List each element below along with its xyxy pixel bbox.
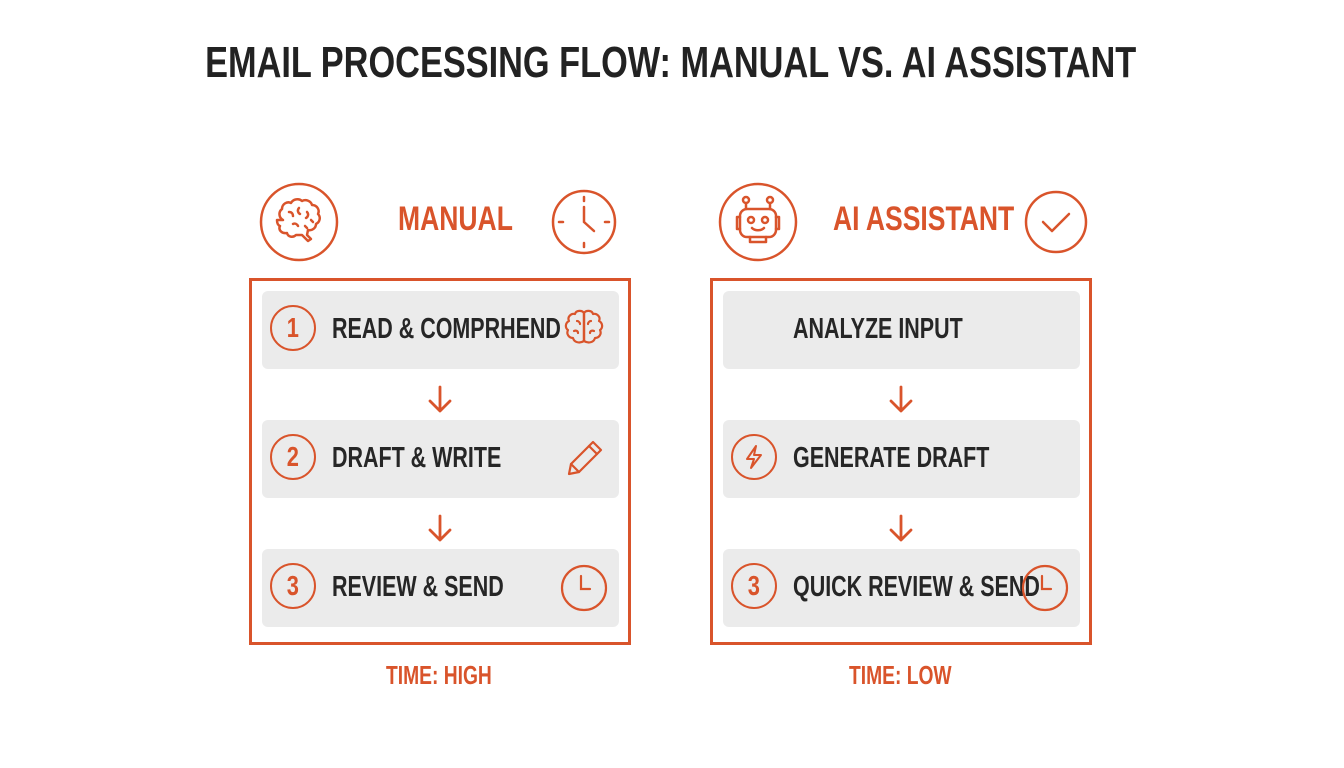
step-number-badge: 3 (270, 563, 316, 609)
manual-time-label: TIME: HIGH (386, 660, 492, 690)
ai-heading: AI ASSISTANT (833, 200, 1015, 238)
arrow-down-icon (883, 510, 919, 546)
brain-icon (559, 305, 609, 355)
arrow-down-icon (883, 381, 919, 417)
clock-icon (1020, 563, 1070, 613)
page-title: EMAIL PROCESSING FLOW: MANUAL VS. AI ASS… (205, 38, 1137, 87)
ai-step-2: GENERATE DRAFT (723, 420, 1080, 498)
step-number-badge: 1 (270, 305, 316, 351)
step-number-badge: 3 (731, 563, 777, 609)
arrow-down-icon (422, 510, 458, 546)
step-label: GENERATE DRAFT (793, 442, 990, 474)
step-number-badge: 2 (270, 434, 316, 480)
manual-heading: MANUAL (398, 200, 513, 238)
checkmark-icon (1023, 189, 1089, 255)
brain-icon (259, 182, 339, 262)
manual-step-2: 2 DRAFT & WRITE (262, 420, 619, 498)
ai-step-1: ANALYZE INPUT (723, 291, 1080, 369)
pencil-icon (559, 434, 609, 484)
step-label: QUICK REVIEW & SEND (793, 571, 1040, 603)
ai-panel: ANALYZE INPUT GENERATE DRAFT 3 QUICK REV… (710, 278, 1092, 645)
ai-step-3: 3 QUICK REVIEW & SEND (723, 549, 1080, 627)
step-label: READ & COMPRHEND (332, 313, 561, 345)
robot-icon (718, 182, 798, 262)
step-label: ANALYZE INPUT (793, 313, 963, 345)
manual-step-1: 1 READ & COMPRHEND (262, 291, 619, 369)
lightning-icon (731, 434, 777, 480)
manual-panel: 1 READ & COMPRHEND 2 DRAFT & WRITE (249, 278, 631, 645)
clock-icon (551, 189, 617, 255)
step-label: REVIEW & SEND (332, 571, 504, 603)
ai-time-label: TIME: LOW (849, 660, 952, 690)
arrow-down-icon (422, 381, 458, 417)
step-label: DRAFT & WRITE (332, 442, 502, 474)
manual-step-3: 3 REVIEW & SEND (262, 549, 619, 627)
clock-icon (559, 563, 609, 613)
